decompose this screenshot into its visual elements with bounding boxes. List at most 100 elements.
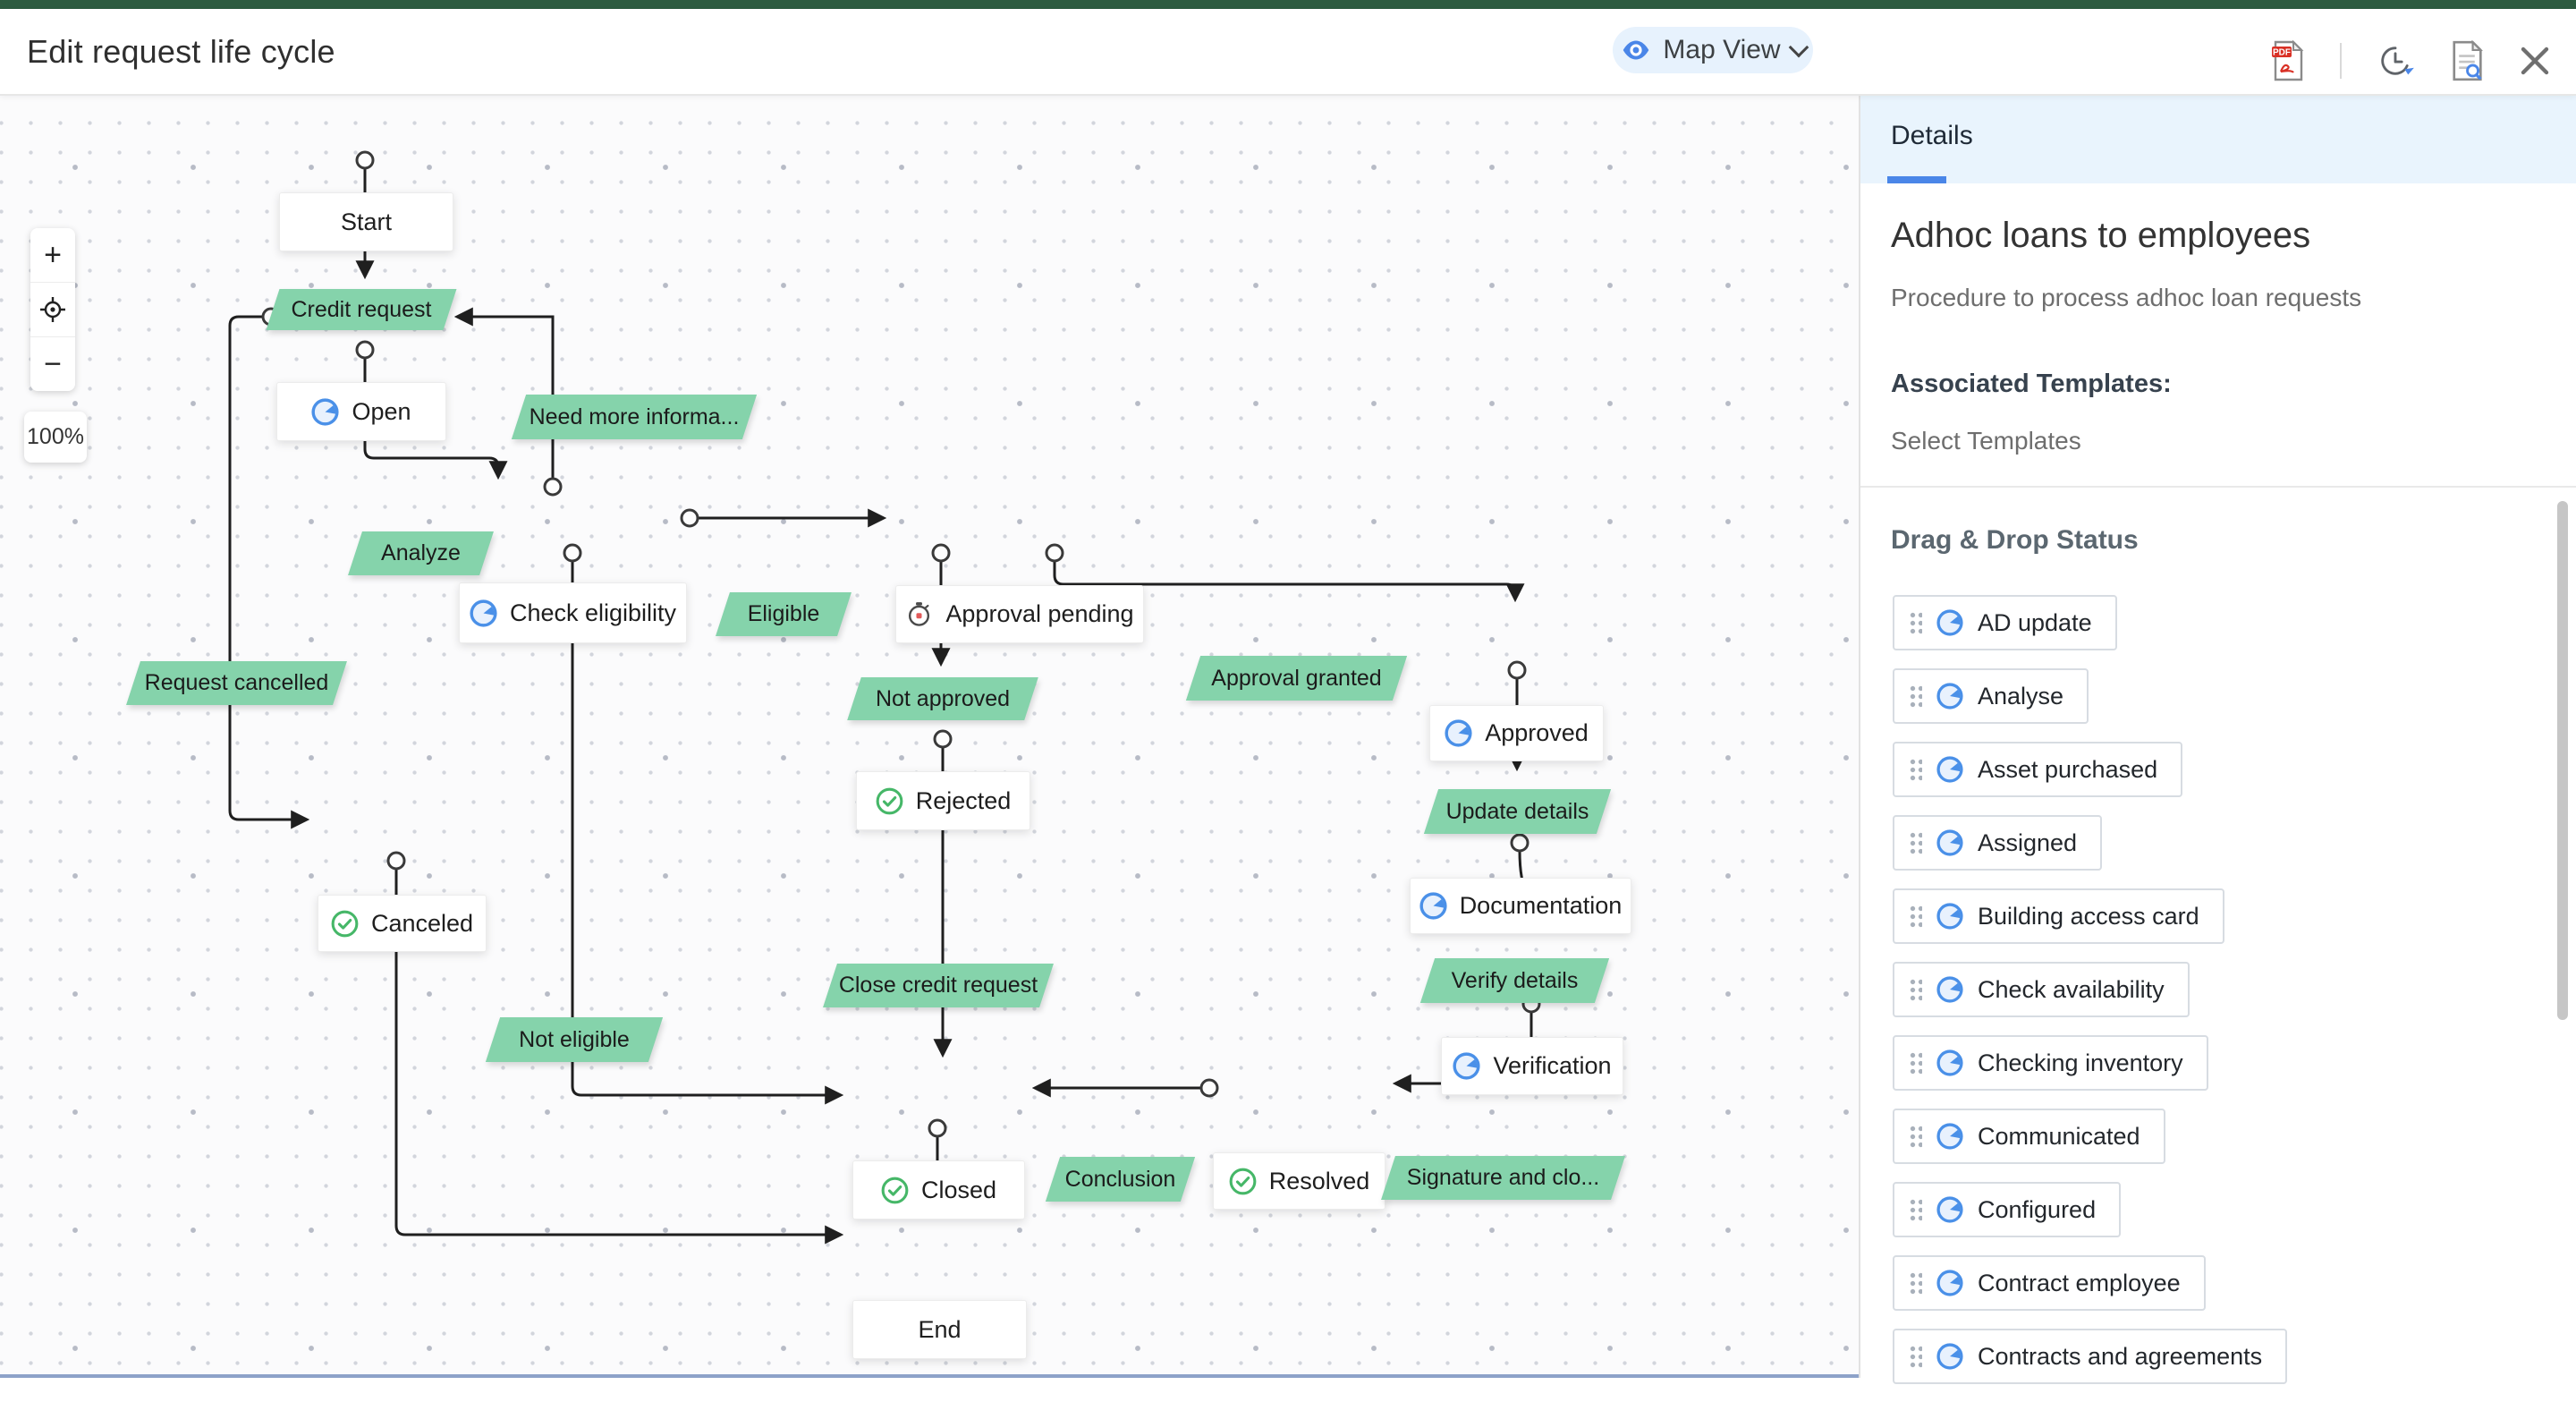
drag-handle-icon[interactable]: [1909, 1271, 1922, 1295]
status-inprogress-icon: [1936, 1270, 1963, 1296]
transition-text: Signature and clo...: [1406, 1165, 1600, 1190]
details-panel: Details Adhoc loans to employees Procedu…: [1859, 94, 2576, 1384]
status-completed-icon: [881, 1177, 909, 1203]
eye-icon: [1620, 34, 1652, 66]
header-toolbar: PDF: [2270, 18, 2551, 103]
flow-node-resolved[interactable]: Resolved: [1213, 1152, 1385, 1210]
status-chip-label: Building access card: [1978, 902, 2199, 930]
status-inprogress-icon: [1445, 719, 1472, 747]
select-templates-link[interactable]: Select Templates: [1891, 427, 2081, 455]
flow-node-open[interactable]: Open: [276, 382, 446, 441]
edge-source-anchor: [1199, 1078, 1219, 1098]
node-label: Resolved: [1268, 1167, 1370, 1194]
zoom-out-button[interactable]: −: [44, 346, 62, 381]
node-label: Verification: [1493, 1052, 1612, 1079]
flow-node-check-eligibility[interactable]: Check eligibility: [459, 582, 687, 643]
drag-handle-icon[interactable]: [1909, 1051, 1922, 1075]
drag-handle-icon[interactable]: [1909, 1125, 1922, 1148]
status-chip-label: AD update: [1978, 608, 2092, 636]
drag-handle-icon[interactable]: [1909, 684, 1922, 708]
flow-edge-open-analyze-check: [363, 358, 508, 480]
panel-scrollbar-thumb[interactable]: [2557, 501, 2568, 1020]
flow-node-closed[interactable]: Closed: [852, 1160, 1025, 1219]
export-pdf-icon[interactable]: PDF: [2270, 39, 2306, 82]
node-label: Open: [352, 397, 411, 425]
lifecycle-description: Procedure to process adhoc loan requests: [1891, 284, 2362, 311]
drag-handle-icon[interactable]: [1909, 905, 1922, 928]
transition-label-eligible[interactable]: Eligible: [723, 592, 844, 636]
flow-node-verification[interactable]: Verification: [1441, 1037, 1623, 1095]
transition-label-verify-details[interactable]: Verify details: [1428, 958, 1602, 1003]
transition-label-need-more-information[interactable]: Need more informa...: [519, 395, 750, 439]
zoom-in-button[interactable]: +: [30, 228, 75, 283]
document-search-icon[interactable]: [2449, 39, 2485, 81]
transition-label-conclusion[interactable]: Conclusion: [1053, 1157, 1188, 1202]
transition-label-request-cancelled[interactable]: Request cancelled: [133, 661, 340, 705]
node-label: Documentation: [1459, 892, 1623, 919]
transition-label-analyze[interactable]: Analyze: [355, 531, 487, 575]
panel-tab-strip: Details: [1860, 94, 2576, 183]
flow-node-canceled[interactable]: Canceled: [318, 895, 487, 952]
status-chip-communicated[interactable]: Communicated: [1893, 1109, 2165, 1164]
close-icon[interactable]: [2519, 45, 2551, 77]
status-chip-contract-employee[interactable]: Contract employee: [1893, 1255, 2206, 1311]
status-chip-building-access-card[interactable]: Building access card: [1893, 888, 2224, 944]
drag-handle-icon[interactable]: [1909, 611, 1922, 634]
transition-label-credit-request[interactable]: Credit request: [273, 289, 450, 330]
drag-handle-icon[interactable]: [1909, 1345, 1922, 1368]
edge-source-anchor: [931, 543, 951, 563]
drag-handle-icon[interactable]: [1909, 758, 1922, 781]
transition-label-update-details[interactable]: Update details: [1431, 789, 1604, 834]
status-chip-configured[interactable]: Configured: [1893, 1182, 2122, 1237]
active-tab-indicator: [1887, 176, 1946, 183]
status-chip-check-availability[interactable]: Check availability: [1893, 962, 2190, 1017]
drag-handle-icon[interactable]: [1909, 831, 1922, 854]
node-label: Start: [340, 208, 393, 235]
editor-header: Edit request life cycle Map View PDF: [0, 9, 2576, 96]
edge-source-anchor: [543, 477, 563, 497]
flow-node-approved[interactable]: Approved: [1429, 705, 1604, 761]
status-chip-label: Configured: [1978, 1195, 2097, 1223]
transition-text: Need more informa...: [529, 404, 740, 429]
status-chip-contracts-and-agreements[interactable]: Contracts and agreements: [1893, 1329, 2288, 1384]
flow-node-rejected[interactable]: Rejected: [856, 771, 1030, 830]
flow-node-start[interactable]: Start: [279, 192, 453, 251]
toolbar-divider: [2340, 42, 2342, 79]
status-chip-label: Analyse: [1978, 682, 2064, 709]
node-label: Check eligibility: [509, 599, 677, 626]
flow-edge-check-noteligible-closed: [571, 561, 844, 1105]
transition-text: Approval granted: [1211, 665, 1382, 691]
transition-label-not-eligible[interactable]: Not eligible: [493, 1017, 656, 1062]
status-chip-ad-update[interactable]: AD update: [1893, 595, 2117, 650]
svg-text:PDF: PDF: [2273, 47, 2291, 57]
status-inprogress-icon: [1936, 609, 1963, 636]
flow-node-documentation[interactable]: Documentation: [1410, 878, 1631, 934]
status-chip-assigned[interactable]: Assigned: [1893, 815, 2103, 871]
map-view-selector[interactable]: Map View: [1613, 27, 1813, 73]
status-completed-icon: [876, 787, 903, 814]
status-inprogress-icon: [1936, 756, 1963, 783]
tab-details[interactable]: Details: [1891, 121, 1973, 150]
node-label: Approved: [1485, 719, 1589, 746]
flow-node-end[interactable]: End: [852, 1300, 1027, 1359]
drag-handle-icon[interactable]: [1909, 978, 1922, 1001]
zoom-controls: + −: [30, 228, 75, 391]
transition-label-not-approved[interactable]: Not approved: [854, 677, 1031, 720]
status-chip-label: Checking inventory: [1978, 1049, 2183, 1076]
transition-label-approval-granted[interactable]: Approval granted: [1193, 656, 1400, 701]
transition-text: Not eligible: [519, 1026, 630, 1052]
transition-label-signature-and-closure[interactable]: Signature and clo...: [1388, 1156, 1618, 1200]
flow-edge-canceled-to-end: [394, 869, 844, 1245]
timer-icon: [909, 602, 930, 626]
flow-node-approval-pending[interactable]: Approval pending: [895, 585, 1144, 643]
transition-label-close-credit-request[interactable]: Close credit request: [830, 964, 1046, 1007]
status-inprogress-icon: [1936, 1049, 1963, 1076]
status-chip-analyse[interactable]: Analyse: [1893, 668, 2089, 724]
flow-edge-pending-granted-approved: [1053, 561, 1525, 603]
status-chip-checking-inventory[interactable]: Checking inventory: [1893, 1035, 2208, 1091]
status-chip-asset-purchased[interactable]: Asset purchased: [1893, 742, 2183, 797]
fit-to-screen-button[interactable]: [30, 283, 75, 337]
drag-handle-icon[interactable]: [1909, 1198, 1922, 1221]
history-icon[interactable]: [2376, 41, 2415, 81]
